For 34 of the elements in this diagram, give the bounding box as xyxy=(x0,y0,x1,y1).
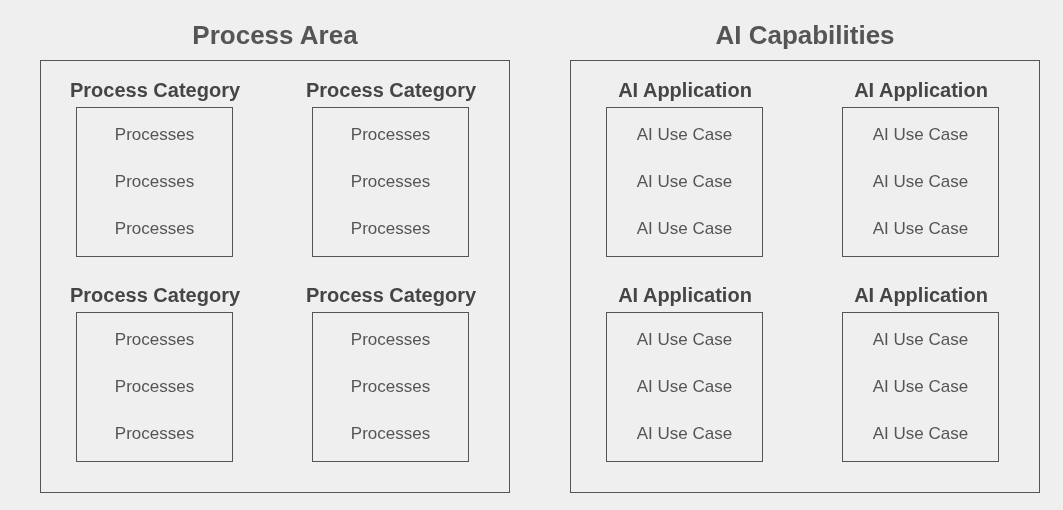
item-text: AI Use Case xyxy=(872,423,969,445)
item-text: AI Use Case xyxy=(636,171,733,193)
item-text: AI Use Case xyxy=(872,218,969,240)
section-title: AI Capabilities xyxy=(714,19,896,52)
group-heading: AI Application xyxy=(617,283,753,308)
item-text: Processes xyxy=(114,171,195,193)
item-text: Processes xyxy=(114,124,195,146)
item-text: Processes xyxy=(114,218,195,240)
item-text: AI Use Case xyxy=(636,218,733,240)
item-text: Processes xyxy=(114,329,195,351)
item-text: AI Use Case xyxy=(636,423,733,445)
item-text: AI Use Case xyxy=(872,124,969,146)
section-title: Process Area xyxy=(191,19,359,52)
item-text: Processes xyxy=(350,376,431,398)
group-heading: AI Application xyxy=(853,283,989,308)
item-text: AI Use Case xyxy=(872,171,969,193)
item-text: AI Use Case xyxy=(872,376,969,398)
group-heading: Process Category xyxy=(304,283,478,308)
item-text: Processes xyxy=(350,329,431,351)
item-text: AI Use Case xyxy=(636,376,733,398)
group-heading: AI Application xyxy=(617,78,753,103)
item-text: Processes xyxy=(350,124,431,146)
group-heading: Process Category xyxy=(68,78,242,103)
item-text: AI Use Case xyxy=(636,124,733,146)
group-heading: AI Application xyxy=(853,78,989,103)
item-text: Processes xyxy=(350,218,431,240)
item-text: Processes xyxy=(350,171,431,193)
item-text: Processes xyxy=(350,423,431,445)
item-text: AI Use Case xyxy=(636,329,733,351)
item-text: AI Use Case xyxy=(872,329,969,351)
item-text: Processes xyxy=(114,376,195,398)
group-heading: Process Category xyxy=(68,283,242,308)
group-heading: Process Category xyxy=(304,78,478,103)
item-text: Processes xyxy=(114,423,195,445)
